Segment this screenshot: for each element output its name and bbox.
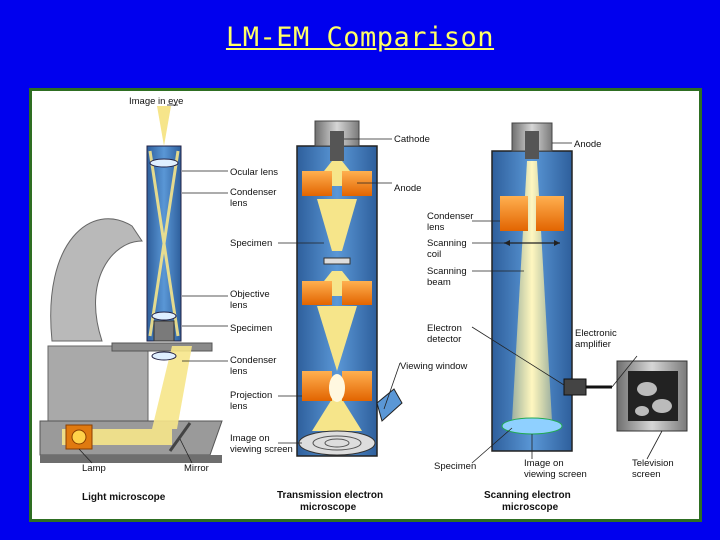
- label-electronic-amplifier-1: Electronic: [575, 328, 617, 339]
- label-specimen: Specimen: [230, 323, 272, 334]
- label-specimen-sem: Specimen: [434, 461, 476, 472]
- label-objective-lens-1: Objective: [230, 289, 270, 300]
- tem-column: [296, 120, 403, 457]
- label-electron-detector-2: detector: [427, 334, 461, 345]
- light-microscope: [39, 106, 223, 463]
- caption-tem-1: Transmission electron: [277, 490, 383, 501]
- label-television-screen-1: Television: [632, 458, 674, 469]
- label-image-on-screen-sem-1: Image on: [524, 458, 564, 469]
- caption-light-microscope: Light microscope: [82, 492, 166, 503]
- mirror-icon: [168, 422, 192, 452]
- comparison-figure: Image in eye Ocular lens Condenser lens …: [29, 88, 702, 522]
- label-condenser-lens-sem-2: lens: [427, 222, 445, 233]
- label-projection-lens-2: lens: [230, 401, 248, 412]
- label-projection-lens-1: Projection: [230, 390, 272, 401]
- label-television-screen-2: screen: [632, 469, 661, 480]
- label-electronic-amplifier-2: amplifier: [575, 339, 611, 350]
- label-image-on-screen-1: Image on: [230, 433, 270, 444]
- label-scanning-beam-1: Scanning: [427, 266, 467, 277]
- label-condenser-lens-1: Condenser: [230, 355, 276, 366]
- label-image-on-screen-sem-2: viewing screen: [524, 469, 587, 480]
- label-scanning-coil-2: coil: [427, 249, 441, 260]
- label-electron-detector-1: Electron: [427, 323, 462, 334]
- caption-sem-2: microscope: [502, 502, 559, 513]
- label-mirror: Mirror: [184, 463, 209, 474]
- label-condenser-lens-top-2: lens: [230, 198, 248, 209]
- caption-tem-2: microscope: [300, 502, 357, 513]
- label-condenser-lens-top-1: Condenser: [230, 187, 276, 198]
- label-lamp: Lamp: [82, 463, 106, 474]
- label-scanning-beam-2: beam: [427, 277, 451, 288]
- label-cathode: Cathode: [394, 134, 430, 145]
- caption-sem-1: Scanning electron: [484, 490, 571, 501]
- label-specimen-top: Specimen: [230, 238, 272, 249]
- label-image-on-screen-2: viewing screen: [230, 444, 293, 455]
- label-condenser-lens-2: lens: [230, 366, 248, 377]
- label-viewing-window: Viewing window: [400, 361, 468, 372]
- slide-title: LM-EM Comparison: [225, 22, 495, 53]
- sem-column: [491, 122, 688, 452]
- label-image-in-eye: Image in eye: [129, 96, 183, 107]
- label-condenser-lens-sem-1: Condenser: [427, 211, 473, 222]
- label-scanning-coil-1: Scanning: [427, 238, 467, 249]
- label-ocular-lens: Ocular lens: [230, 167, 278, 178]
- label-objective-lens-2: lens: [230, 300, 248, 311]
- label-anode-sem: Anode: [574, 139, 601, 150]
- label-anode-tem: Anode: [394, 183, 421, 194]
- microscope-diagram: Image in eye Ocular lens Condenser lens …: [39, 96, 688, 513]
